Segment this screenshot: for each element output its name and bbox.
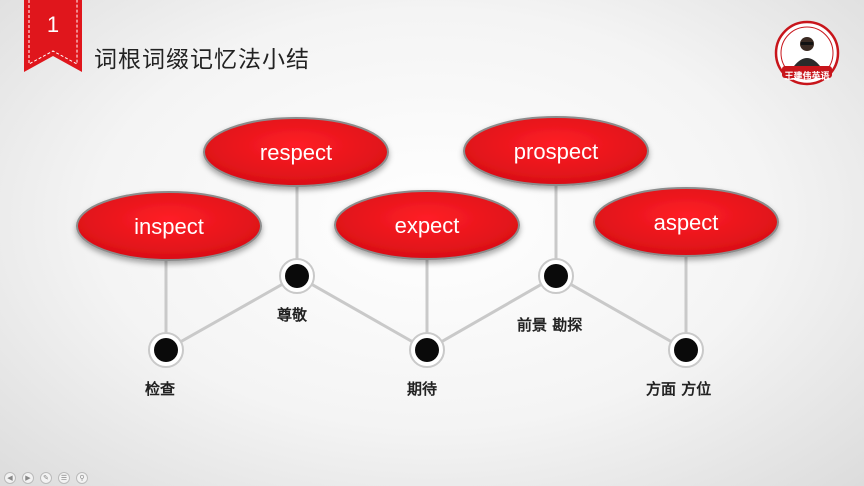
meaning-respect: 尊敬: [277, 306, 308, 324]
brand-logo: [774, 20, 840, 86]
ellipse-prospect: prospect: [463, 116, 649, 186]
word-prospect: prospect: [514, 139, 598, 164]
prev-icon[interactable]: ◀: [4, 472, 16, 484]
zoom-icon[interactable]: ⚲: [76, 472, 88, 484]
menu-icon[interactable]: ☰: [58, 472, 70, 484]
meaning-aspect: 方面 方位: [646, 380, 712, 398]
ellipse-inspect: inspect: [76, 191, 262, 261]
slide-number: 1: [46, 12, 60, 37]
node-expect: [409, 332, 445, 368]
node-inspect: [148, 332, 184, 368]
slide-number-ribbon: [24, 0, 82, 72]
word-inspect: inspect: [134, 214, 204, 239]
slide-title: 词根词缀记忆法小结: [94, 47, 310, 73]
meaning-expect: 期待: [407, 380, 438, 398]
pen-icon[interactable]: ✎: [40, 472, 52, 484]
next-icon[interactable]: ▶: [22, 472, 34, 484]
ellipse-aspect: aspect: [593, 187, 779, 257]
word-expect: expect: [395, 213, 460, 238]
node-prospect: [538, 258, 574, 294]
meaning-inspect: 检查: [145, 380, 176, 398]
brand-logo-text: 王建伟英语: [784, 72, 830, 82]
ellipse-expect: expect: [334, 190, 520, 260]
word-aspect: aspect: [654, 210, 719, 235]
node-respect: [279, 258, 315, 294]
word-respect: respect: [260, 140, 332, 165]
node-aspect: [668, 332, 704, 368]
slideshow-toolbar: ◀ ▶ ✎ ☰ ⚲: [4, 472, 88, 486]
ellipse-respect: respect: [203, 117, 389, 187]
meaning-prospect: 前景 勘探: [517, 316, 583, 334]
